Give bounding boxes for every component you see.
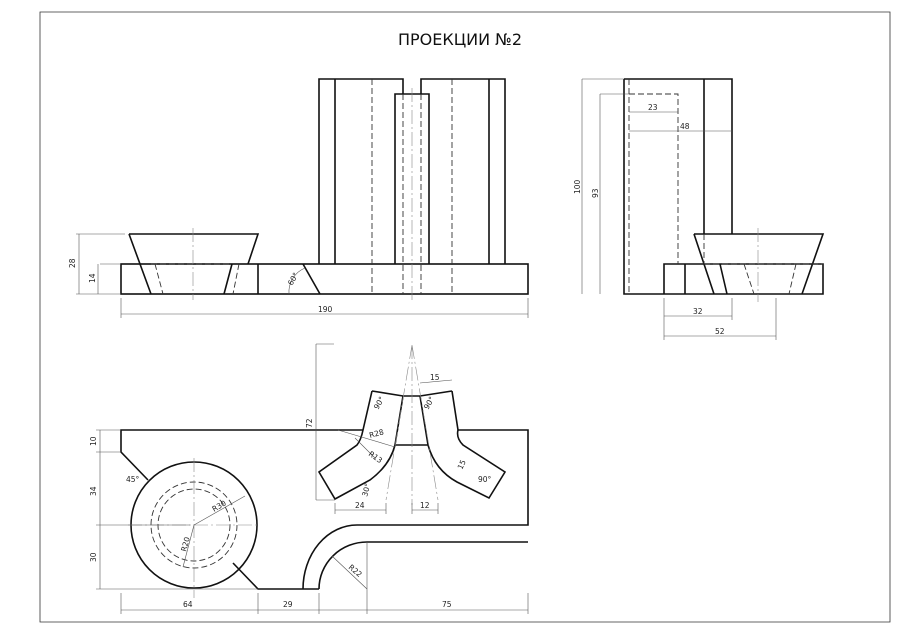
- dim-r13: R13: [367, 449, 384, 465]
- dim-52: 52: [715, 327, 725, 336]
- dim-30: 30: [89, 552, 98, 562]
- dim-14: 14: [88, 273, 97, 283]
- dim-34: 34: [89, 486, 98, 496]
- dim-32: 32: [693, 307, 703, 316]
- dim-r22: R22: [347, 563, 364, 580]
- dim-r28: R28: [368, 427, 385, 440]
- dim-64: 64: [183, 600, 193, 609]
- dim-93: 93: [591, 188, 600, 198]
- dim-15-top: 15: [430, 373, 440, 382]
- dim-23: 23: [648, 103, 658, 112]
- dim-72: 72: [305, 418, 314, 428]
- dim-90deg-mid: 90°: [422, 395, 437, 411]
- dim-190: 190: [318, 305, 333, 314]
- dim-90deg-right: 90°: [478, 475, 492, 484]
- dim-60deg: 60°: [286, 271, 301, 287]
- dim-45deg: 45°: [126, 475, 140, 484]
- top-view: 10 34 30 64 29 75 R30 R20 R22 R28 R13 45…: [89, 343, 529, 614]
- dim-r30: R30: [211, 498, 228, 513]
- dim-15-right: 15: [456, 458, 468, 471]
- dim-28: 28: [68, 258, 77, 268]
- dim-48: 48: [680, 122, 690, 131]
- sheet-frame: [39, 11, 891, 623]
- dim-10: 10: [89, 436, 98, 446]
- dim-75: 75: [442, 600, 452, 609]
- dim-100: 100: [573, 179, 582, 194]
- side-view: 100 93 23 48 32 52: [573, 78, 825, 340]
- dim-r20: R20: [179, 536, 192, 553]
- dim-30deg: 30°: [360, 482, 372, 497]
- dim-29: 29: [283, 600, 293, 609]
- dim-90deg-left: 90°: [372, 395, 387, 411]
- front-view: 28 14 190 60°: [68, 78, 529, 318]
- dim-12: 12: [420, 501, 430, 510]
- dim-24: 24: [355, 501, 365, 510]
- sheet-title: ПРОЕКЦИИ №2: [398, 30, 522, 49]
